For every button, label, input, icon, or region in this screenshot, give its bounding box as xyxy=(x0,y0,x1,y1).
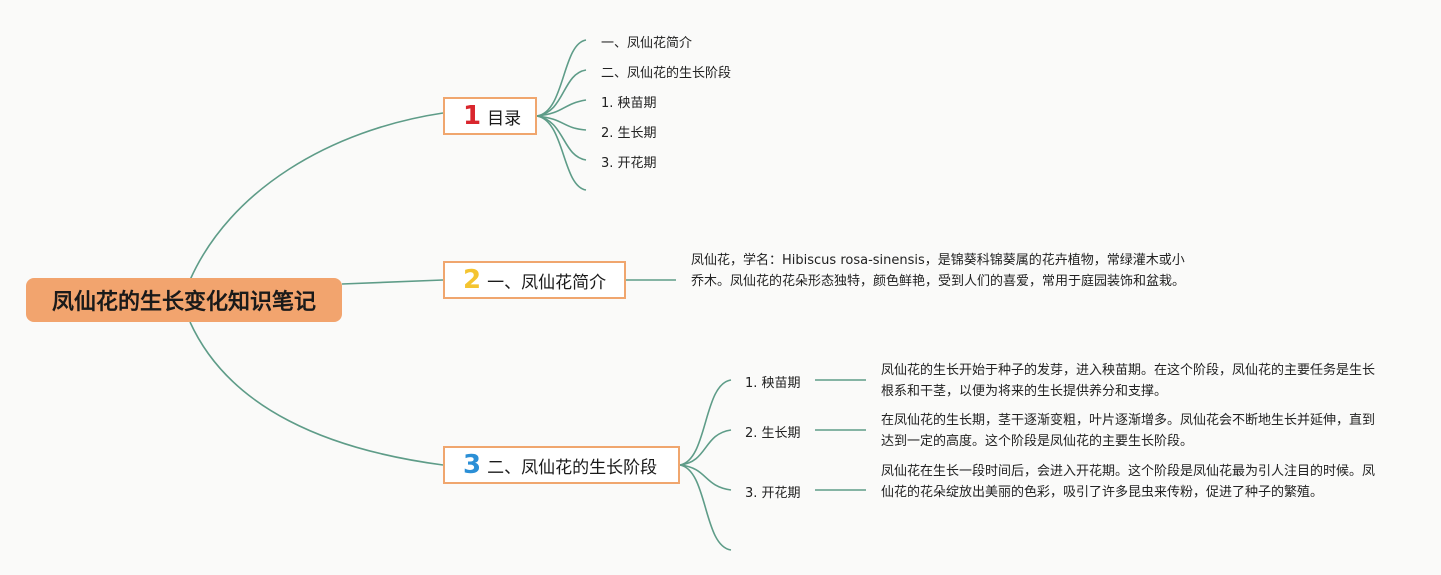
toc-item[interactable]: 一、凤仙花简介 xyxy=(601,36,693,51)
connector-root-branch-3 xyxy=(189,321,444,466)
stage-growth[interactable]: 2. 生长期 xyxy=(745,426,801,441)
stage-growth-description: 在凤仙花的生长期，茎干逐渐变粗，叶片逐渐增多。凤仙花会不断地生长并延伸，直到达到… xyxy=(881,413,1376,449)
number-one-badge: 1 xyxy=(463,101,482,131)
intro-description: 凤仙花，学名：Hibiscus rosa-sinensis，是锦葵科锦葵属的花卉… xyxy=(691,253,1186,289)
stage-seedling[interactable]: 1. 秧苗期 xyxy=(745,376,801,391)
connector-root-branch-1 xyxy=(189,112,444,281)
toc-item[interactable]: 二、凤仙花的生长阶段 xyxy=(601,66,732,81)
branch-stages[interactable]: 3 二、凤仙花的生长阶段 xyxy=(443,446,680,484)
connector-root-branch-2 xyxy=(341,279,444,285)
root-node[interactable]: 凤仙花的生长变化知识笔记 xyxy=(26,278,342,322)
branch-stages-label: 二、凤仙花的生长阶段 xyxy=(487,457,658,478)
toc-item[interactable]: 2. 生长期 xyxy=(601,126,657,141)
stage-flowering[interactable]: 3. 开花期 xyxy=(745,486,801,501)
branch-intro-label: 一、凤仙花简介 xyxy=(487,272,607,293)
stage-seedling-description: 凤仙花的生长开始于种子的发芽，进入秧苗期。在这个阶段，凤仙花的主要任务是生长根系… xyxy=(881,363,1376,399)
number-three-badge: 3 xyxy=(463,450,482,480)
root-title: 凤仙花的生长变化知识笔记 xyxy=(51,290,316,315)
number-two-badge: 2 xyxy=(463,265,482,295)
toc-item[interactable]: 3. 开花期 xyxy=(601,156,657,171)
branch-toc-label: 目录 xyxy=(487,108,522,129)
stage-flowering-description: 凤仙花在生长一段时间后，会进入开花期。这个阶段是凤仙花最为引人注目的时候。凤仙花… xyxy=(881,464,1376,500)
branch-intro[interactable]: 2 一、凤仙花简介 xyxy=(443,261,626,299)
toc-item[interactable]: 1. 秧苗期 xyxy=(601,96,657,111)
branch-toc[interactable]: 1 目录 xyxy=(443,97,537,135)
